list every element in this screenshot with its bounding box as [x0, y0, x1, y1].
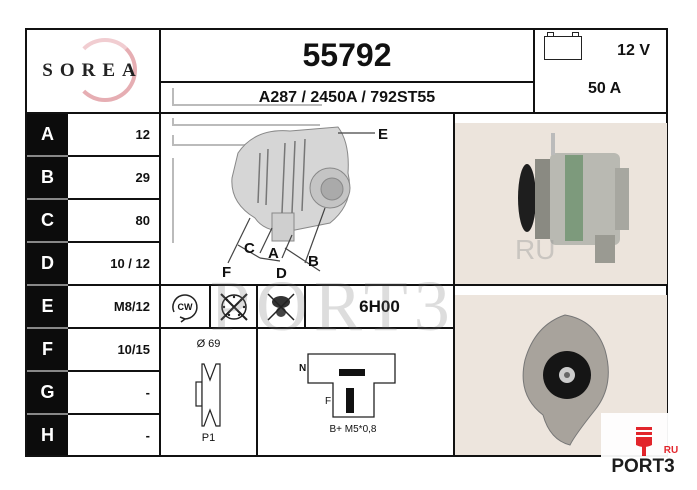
spec-value: M8/12: [113, 299, 150, 314]
brand-name: SOREA: [42, 59, 143, 81]
pin-n-label: N: [299, 363, 306, 374]
pin-f-label: F: [325, 396, 331, 407]
grid-line: [160, 284, 454, 286]
spec-letter: C: [27, 200, 68, 241]
bracket-decoration: [172, 88, 322, 106]
brand-logo: SOREA: [25, 28, 160, 113]
logo-ring-icon: [73, 38, 137, 102]
alternator-sketch-icon: E C A B F D: [172, 118, 388, 282]
spec-value: 29: [135, 170, 150, 185]
voltage: 12 V: [617, 42, 650, 59]
pulley-info: Ø 69 P1: [160, 328, 257, 456]
grid-line: [256, 285, 258, 457]
grid-line: [160, 81, 534, 83]
clockwise-rotation-icon: CW: [172, 293, 198, 323]
label-d: D: [276, 265, 287, 282]
alternator-side-image: [455, 123, 667, 284]
grid-line: [533, 28, 535, 113]
port3-wordmark: PORT3: [611, 456, 674, 476]
grid-line: [209, 285, 211, 328]
electrical-rating: 12 V 50 A: [534, 28, 668, 113]
terminal-label: B+ M5*0,8: [330, 424, 377, 435]
grid-line: [454, 284, 668, 286]
no-gauge-icon: [219, 292, 248, 321]
port3-badge[interactable]: RU PORT3: [601, 413, 686, 477]
port3-logo-icon: RU PORT3: [611, 427, 678, 477]
grid-line: [159, 28, 161, 457]
no-fan: [257, 285, 305, 328]
spec-value: -: [145, 385, 150, 400]
battery-icon: [544, 32, 582, 60]
spec-letter: D: [27, 243, 68, 284]
label-c: C: [244, 240, 255, 257]
no-fan-icon: [267, 292, 295, 321]
spec-sheet-frame: [25, 28, 668, 457]
label-f: F: [222, 264, 231, 281]
spec-letter: H: [27, 415, 68, 455]
label-e: E: [378, 126, 388, 143]
spec-letter: A: [27, 114, 68, 155]
spec-letter: F: [27, 329, 68, 370]
current: 50 A: [588, 80, 622, 97]
alternator-side-photo: [455, 123, 667, 284]
port3-suffix: RU: [664, 445, 678, 456]
part-number: 55792: [302, 36, 392, 73]
svg-text:CW: CW: [178, 302, 193, 312]
spec-letter: E: [27, 286, 68, 327]
no-gauge: [210, 285, 257, 328]
grid-line: [304, 285, 306, 328]
grid-line: [160, 327, 454, 329]
grid-line: [25, 112, 668, 114]
spec-value: 12: [135, 127, 150, 142]
cross-references: A287 / 2450A / 792ST55: [258, 88, 436, 106]
pulley-type: P1: [201, 432, 216, 444]
spec-letter: G: [27, 372, 68, 413]
alternator-dimension-diagram: E C A B F D: [160, 113, 454, 285]
rotation-direction: CW: [160, 285, 210, 328]
pulley-diameter: Ø 69: [196, 338, 221, 350]
spec-value: 80: [135, 213, 150, 228]
spec-letter: B: [27, 157, 68, 198]
label-a: A: [268, 245, 279, 262]
spec-value: -: [145, 427, 150, 443]
connector-plug-icon: N F B+ M5*0,8: [299, 353, 396, 435]
spec-value: 10 / 12: [110, 256, 150, 271]
clock-position: 6H00: [359, 296, 400, 316]
spec-value: 10/15: [117, 342, 150, 357]
connector-diagram: N F B+ M5*0,8: [257, 328, 454, 456]
pulley-icon: [195, 363, 221, 427]
alternator-front-image: [455, 295, 667, 455]
label-b: B: [308, 253, 319, 270]
